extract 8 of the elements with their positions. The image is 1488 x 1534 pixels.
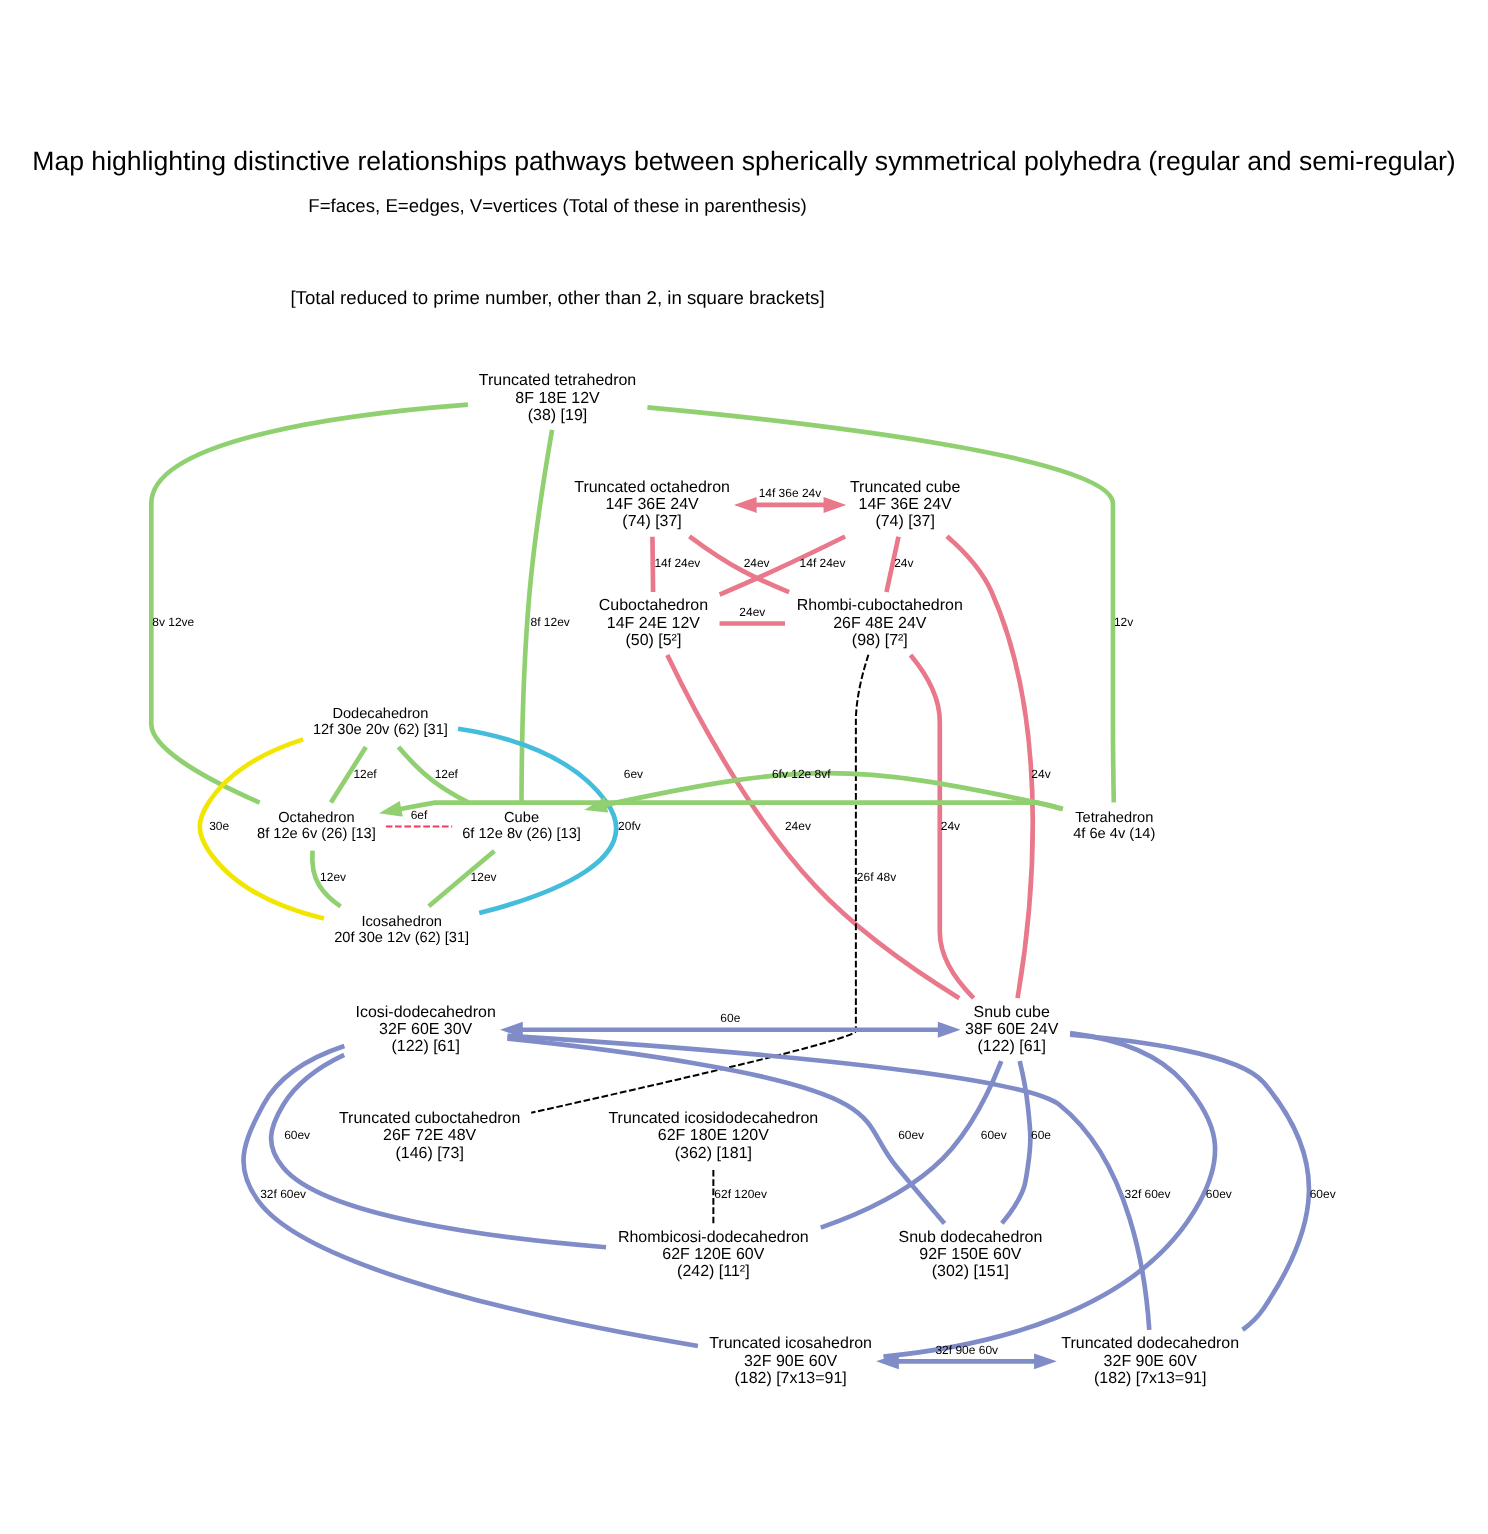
node-text: Dodecahedron 12f 30e 20v (62) [31] (312, 703, 448, 738)
label: F=faces, E=edges, V=vertices (Total of these in parenthesis) (308, 195, 807, 216)
node-text: Octahedron 8f 12e 6v (26) [13] (257, 807, 376, 842)
node-text: Cube 6f 12e 8v (26) [13] (462, 807, 581, 842)
node-text: Tetrahedron 4f 6e 4v (14) (1073, 807, 1156, 842)
node-text: Icosahedron 20f 30e 12v (62) [31] (334, 911, 470, 946)
diagram-title: Map highlighting distinctive relationships pathways between spherically symmetrical polyhedra (regular and semi-regular) (32, 144, 1456, 175)
label: [Total reduced to prime number, other than 2, in square brackets] (290, 287, 825, 308)
